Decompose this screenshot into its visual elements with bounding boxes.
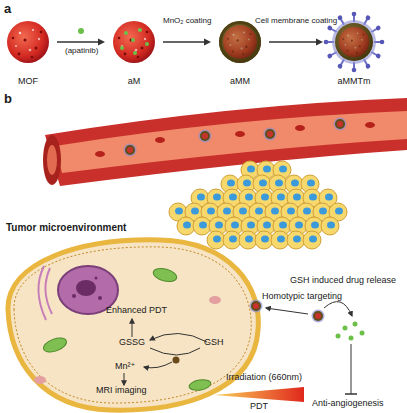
arrow-head — [316, 39, 323, 46]
panel-letter: b — [4, 92, 12, 106]
panel-letter: a — [4, 2, 11, 16]
annotation-label: MRI imaging — [96, 386, 147, 396]
particle-label: aM — [108, 76, 160, 86]
annotation-label: Mn²⁺ — [115, 362, 135, 372]
particle-node: aM — [108, 18, 160, 86]
arrow-line — [163, 41, 206, 43]
annotation-label: PDT — [250, 402, 268, 412]
arrow-label: (apatinib) — [65, 47, 98, 56]
annotation-label: GSH — [204, 338, 224, 348]
arrow-label: MnO₂ coating — [163, 17, 211, 26]
arrow-line — [57, 41, 100, 43]
annotation-label: Anti-angiogenesis — [312, 399, 384, 409]
particle-node: aMMTm — [326, 18, 382, 86]
annotation-label: GSSG — [119, 338, 145, 348]
arrow-label: Cell membrane coating — [255, 17, 337, 26]
particle-label: aMMTm — [326, 76, 382, 86]
particle-label: MOF — [2, 76, 54, 86]
annotation-label: Enhanced PDT — [106, 306, 167, 316]
annotation-label: GSH induced drug release — [290, 276, 396, 286]
process-arrow — [163, 39, 211, 46]
arrow-head — [98, 39, 105, 46]
particle-node: aMM — [214, 18, 266, 86]
arrow-line — [269, 41, 318, 43]
annotation-label: Irradiation (660nm) — [226, 373, 302, 383]
arrow-head — [204, 39, 211, 46]
particle-node: MOF — [2, 18, 54, 86]
process-arrow — [57, 39, 105, 46]
particle-label: aMM — [214, 76, 266, 86]
annotation-label: Homotypic targeting — [262, 292, 342, 302]
annotation-label: Tumor microenvironment — [6, 222, 126, 233]
process-arrow — [269, 39, 323, 46]
